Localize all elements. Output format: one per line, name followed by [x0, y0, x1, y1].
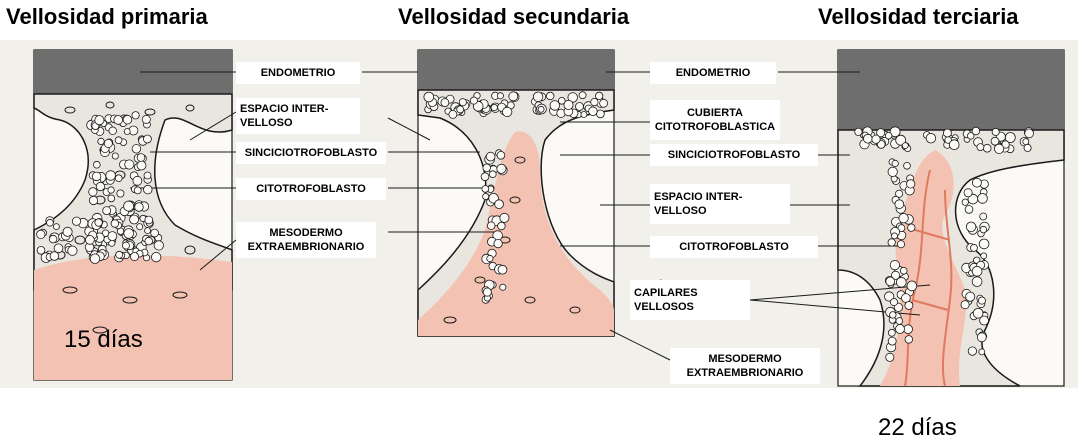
- secondary-mesoderm-core: [418, 131, 614, 336]
- primary-mesoderm: [34, 255, 232, 380]
- cell-cluster: [531, 91, 608, 119]
- label-sinciciotrofoblasto-1: SINCICIOTROFOBLASTO: [236, 142, 386, 164]
- day-label-15: 15 días: [64, 326, 143, 353]
- title-tertiary: Vellosidad terciaria: [818, 4, 1019, 29]
- tertiary-endometrium: [838, 50, 1064, 130]
- label-endometrio-1: ENDOMETRIO: [236, 62, 360, 84]
- cell-cluster: [36, 216, 164, 264]
- cell-cluster: [423, 91, 520, 119]
- cell-cluster: [854, 126, 1034, 154]
- label-capilares-vellosos: CAPILARES VELLOSOS: [630, 280, 750, 320]
- label-citotrofoblasto-1: CITOTROFOBLASTO: [236, 178, 386, 200]
- label-endometrio-2: ENDOMETRIO: [650, 62, 776, 84]
- title-primary: Vellosidad primaria: [6, 4, 208, 29]
- label-mesodermo-2: MESODERMO EXTRAEMBRIONARIO: [670, 348, 820, 384]
- title-secondary: Vellosidad secundaria: [398, 4, 630, 29]
- label-mesodermo-1: MESODERMO EXTRAEMBRIONARIO: [236, 222, 376, 258]
- panel-tertiary: [837, 49, 1065, 387]
- label-sinciciotrofoblasto-2: SINCICIOTROFOBLASTO: [650, 144, 818, 166]
- label-espacio-intervelloso-2: ESPACIO INTER- VELLOSO: [650, 184, 790, 224]
- label-cubierta-citotrofoblastica: CUBIERTA CITOTROFOBLASTICA: [650, 100, 780, 140]
- label-espacio-intervelloso-1: ESPACIO INTER- VELLOSO: [236, 98, 360, 134]
- secondary-endometrium: [418, 50, 614, 90]
- cell-cluster: [480, 149, 510, 304]
- cell-cluster: [960, 177, 990, 356]
- label-citotrofoblasto-2: CITOTROFOBLASTO: [650, 236, 818, 258]
- cell-cluster: [884, 158, 918, 362]
- day-label-22: 22 días: [878, 414, 957, 441]
